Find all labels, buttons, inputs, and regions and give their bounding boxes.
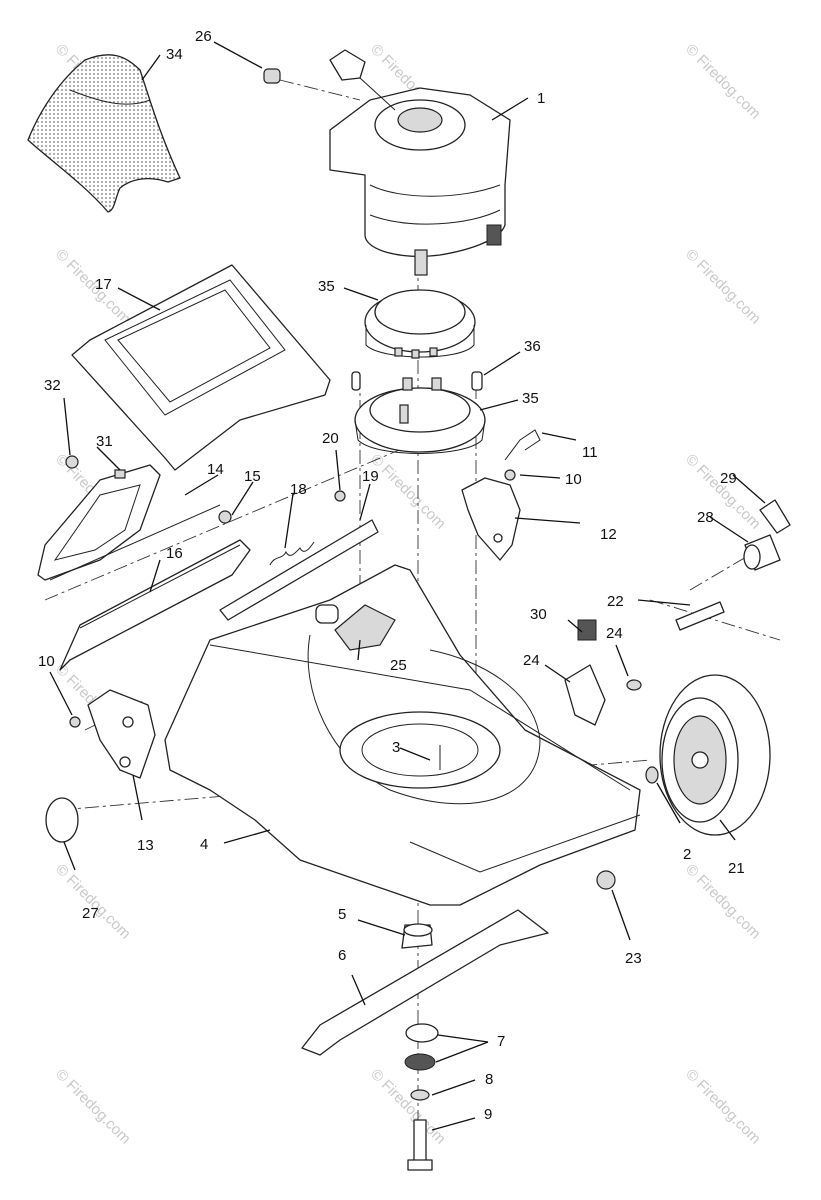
- bolt-15: [218, 510, 232, 524]
- callout-1: 1: [537, 90, 545, 107]
- callout-25: 25: [390, 657, 407, 674]
- rear-flap-bracket: [219, 519, 379, 621]
- watermark: © Firedog.com: [367, 451, 449, 533]
- callout-34: 34: [166, 46, 183, 63]
- callout-36: 36: [524, 338, 541, 355]
- watermark: © Firedog.com: [682, 861, 764, 943]
- watermark: © Firedog.com: [682, 41, 764, 123]
- callout-22: 22: [607, 593, 624, 610]
- spring-clip: [504, 429, 541, 461]
- watermark: © Firedog.com: [682, 1066, 764, 1148]
- nut-10-right: [504, 469, 516, 481]
- callout-35-lower: 35: [522, 390, 539, 407]
- watermark: © Firedog.com: [682, 246, 764, 328]
- torsion-spring: [269, 541, 315, 566]
- baffle-ring-lower: [354, 377, 486, 454]
- callout-20: 20: [322, 430, 339, 447]
- watermark: © Firedog.com: [52, 1066, 134, 1148]
- washer-2: [645, 766, 659, 784]
- rear-baffle: [59, 539, 251, 671]
- callout-5: 5: [338, 906, 346, 923]
- mower-blade: [301, 909, 549, 1056]
- bolt-32: [65, 455, 79, 469]
- callout-24-upper: 24: [606, 625, 623, 642]
- callout-13: 13: [137, 837, 154, 854]
- watermark: © Firedog.com: [52, 246, 134, 328]
- callout-30: 30: [530, 606, 547, 623]
- grass-catcher-bag: [27, 54, 181, 213]
- blade-bolt: [407, 1119, 433, 1171]
- watermark: © Firedog.com: [52, 861, 134, 943]
- baffle-ring-upper: [364, 289, 476, 359]
- mower-deck: [164, 564, 641, 906]
- callout-15: 15: [244, 468, 261, 485]
- callout-3: 3: [392, 739, 400, 756]
- height-bracket-left: [87, 689, 156, 779]
- height-bracket-right: [461, 477, 521, 561]
- callout-10-right: 10: [565, 471, 582, 488]
- callout-31: 31: [96, 433, 113, 450]
- hinge-rod: [49, 504, 221, 581]
- callout-8: 8: [485, 1071, 493, 1088]
- callout-9: 9: [484, 1106, 492, 1123]
- callout-6: 6: [338, 947, 346, 964]
- callout-23: 23: [625, 950, 642, 967]
- leader-lines: [49, 41, 766, 1131]
- height-adjuster: [564, 619, 642, 726]
- callout-32: 32: [44, 377, 61, 394]
- callout-10-left: 10: [38, 653, 55, 670]
- callout-28: 28: [697, 509, 714, 526]
- callout-labels: 1 26 34 17 35 36 35 11 10 12 32 31 14 15…: [38, 28, 745, 1123]
- callout-14: 14: [207, 461, 224, 478]
- callout-19: 19: [362, 468, 379, 485]
- callout-4: 4: [200, 836, 208, 853]
- nut-23: [596, 870, 616, 890]
- discharge-guard: [37, 464, 161, 581]
- callout-11: 11: [582, 444, 598, 461]
- blade-adapter: [401, 923, 433, 949]
- wheel-bushing: [743, 534, 781, 571]
- pins: [351, 371, 483, 391]
- callout-17: 17: [95, 276, 112, 293]
- lock-washer: [410, 1089, 430, 1101]
- callout-35-upper: 35: [318, 278, 335, 295]
- deck-cover: [71, 264, 331, 471]
- bolt-20: [334, 490, 346, 502]
- callout-26: 26: [195, 28, 212, 45]
- callout-27: 27: [82, 905, 99, 922]
- watermark: © Firedog.com: [367, 1066, 449, 1148]
- callout-29: 29: [720, 470, 737, 487]
- callout-24-lower: 24: [523, 652, 540, 669]
- wheel: [659, 674, 771, 836]
- callout-21: 21: [728, 860, 745, 877]
- blade-washers: [404, 1023, 439, 1071]
- axle-spacer: [759, 499, 791, 534]
- callout-2: 2: [683, 846, 691, 863]
- callout-18: 18: [290, 481, 307, 498]
- nut-10-left: [69, 716, 81, 728]
- axle-bolt: [675, 601, 725, 631]
- callout-7: 7: [497, 1033, 505, 1050]
- bushing-26: [263, 68, 281, 84]
- callout-16: 16: [166, 545, 183, 562]
- callout-12: 12: [600, 526, 617, 543]
- hubcap: [45, 797, 79, 843]
- engine: [329, 49, 511, 276]
